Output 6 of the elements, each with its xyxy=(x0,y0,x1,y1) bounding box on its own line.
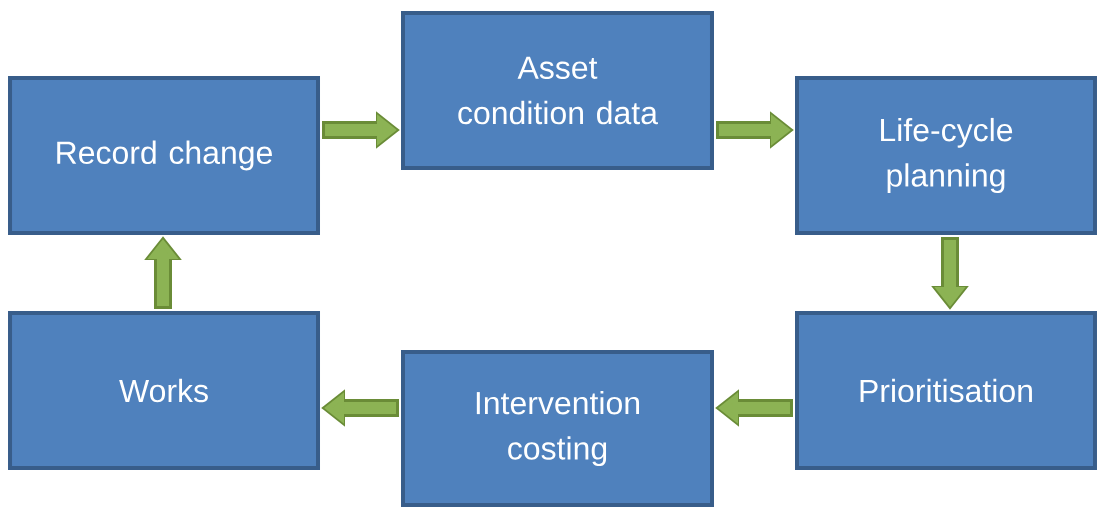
process-box: Life-cycle planning xyxy=(795,76,1097,235)
process-box: Works xyxy=(8,311,320,470)
process-box: Prioritisation xyxy=(795,311,1097,470)
process-box: Intervention costing xyxy=(401,350,714,507)
process-box: Record change xyxy=(8,76,320,235)
process-box: Asset condition data xyxy=(401,11,714,170)
